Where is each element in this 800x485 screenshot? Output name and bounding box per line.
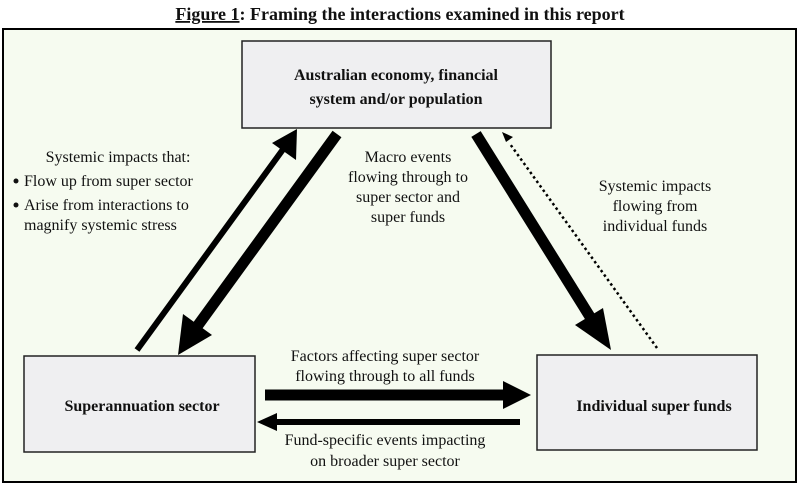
right-label-line2: flowing from <box>613 198 698 215</box>
left-label-bullet-2: Arise from interactions to <box>24 197 189 214</box>
node-super-sector: Superannuation sector <box>64 398 219 415</box>
arrow-funds-to-sector <box>257 413 520 431</box>
bottom-upper-label-line1: Factors affecting super sector <box>291 348 480 365</box>
bullet-icon <box>13 178 19 184</box>
bottom-upper-label-line2: flowing through to all funds <box>295 368 475 385</box>
node-box-individual-funds <box>536 354 758 451</box>
arrow-economy-to-funds <box>471 131 611 350</box>
middle-label-line4: super funds <box>371 209 445 226</box>
figure-title-text: : Framing the interactions examined in t… <box>240 4 625 24</box>
middle-label-line1: Macro events <box>365 149 452 166</box>
right-label-line3: individual funds <box>603 218 707 235</box>
node-economy-line1: Australian economy, financial <box>294 67 499 84</box>
node-economy-line2: system and/or population <box>309 91 482 108</box>
node-box-economy <box>241 40 552 129</box>
arrow-economy-to-sector <box>178 130 342 355</box>
bottom-lower-label-line2: on broader super sector <box>310 453 460 470</box>
arrow-sector-to-economy <box>134 129 297 352</box>
node-box-super-sector <box>23 355 256 453</box>
arrow-sector-to-funds <box>265 381 531 409</box>
middle-label-line3: super sector and <box>356 189 460 206</box>
node-individual-funds: Individual super funds <box>576 398 731 415</box>
left-label-heading: Systemic impacts that: <box>46 149 191 166</box>
figure-title: Figure 1: Framing the interactions exami… <box>175 4 624 24</box>
bottom-lower-label-line1: Fund-specific events impacting <box>285 432 486 449</box>
arrow-funds-to-economy-dotted <box>502 132 659 349</box>
middle-label-line2: flowing through to <box>348 169 468 186</box>
right-label-line1: Systemic impacts <box>599 178 711 195</box>
left-label-bullet-2-cont: magnify systemic stress <box>24 217 177 234</box>
left-label-bullet-1: Flow up from super sector <box>24 173 194 190</box>
figure-label: Figure 1 <box>175 4 239 24</box>
bullet-icon <box>13 202 19 208</box>
